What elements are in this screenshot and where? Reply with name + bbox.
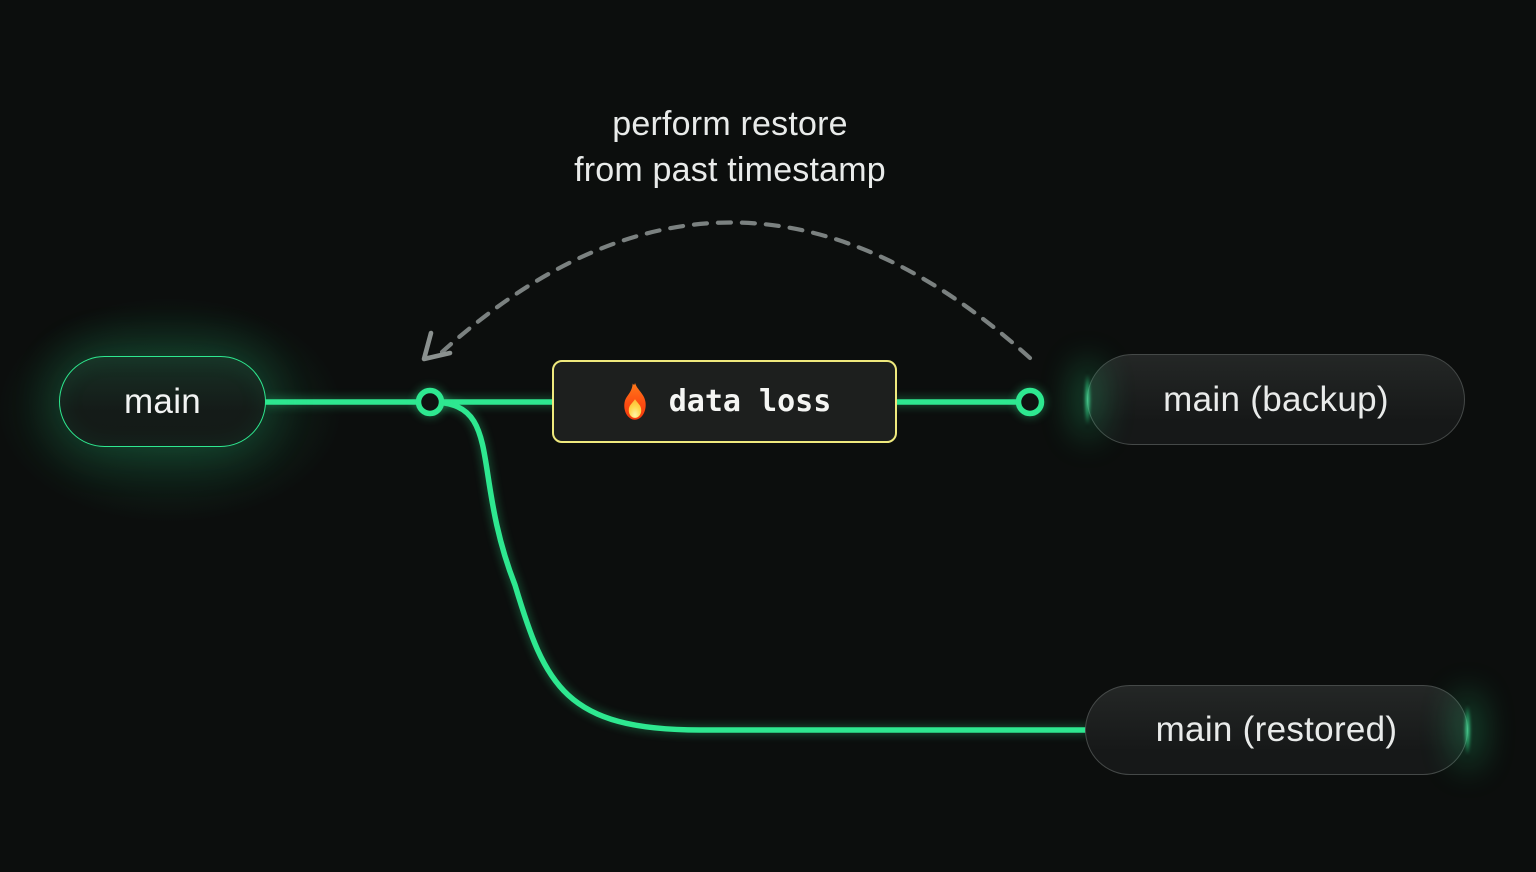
commit-node-left xyxy=(415,387,445,417)
branch-node-restored: main (restored) xyxy=(1085,685,1471,775)
branch-node-main-label: main xyxy=(123,381,202,421)
annotation-line-2: from past timestamp xyxy=(574,151,886,189)
data-loss-box: data loss xyxy=(552,360,897,443)
restored-branch-line xyxy=(427,399,1090,733)
restore-arc xyxy=(439,220,1033,361)
branch-node-restored-label: main (restored) xyxy=(1155,710,1398,749)
commit-node-right xyxy=(1015,387,1045,417)
restore-arrow-head xyxy=(421,330,453,362)
fire-icon xyxy=(623,382,646,420)
annotation-line-1: perform restore xyxy=(612,105,848,143)
restore-annotation: perform restore from past timestamp xyxy=(430,101,1030,193)
branch-node-backup-label: main (backup) xyxy=(1163,379,1389,419)
branch-node-backup: main (backup) xyxy=(1084,354,1465,445)
event-label: data loss xyxy=(668,384,832,419)
branch-node-main: main xyxy=(59,356,266,447)
fire-icon-core xyxy=(628,398,641,418)
